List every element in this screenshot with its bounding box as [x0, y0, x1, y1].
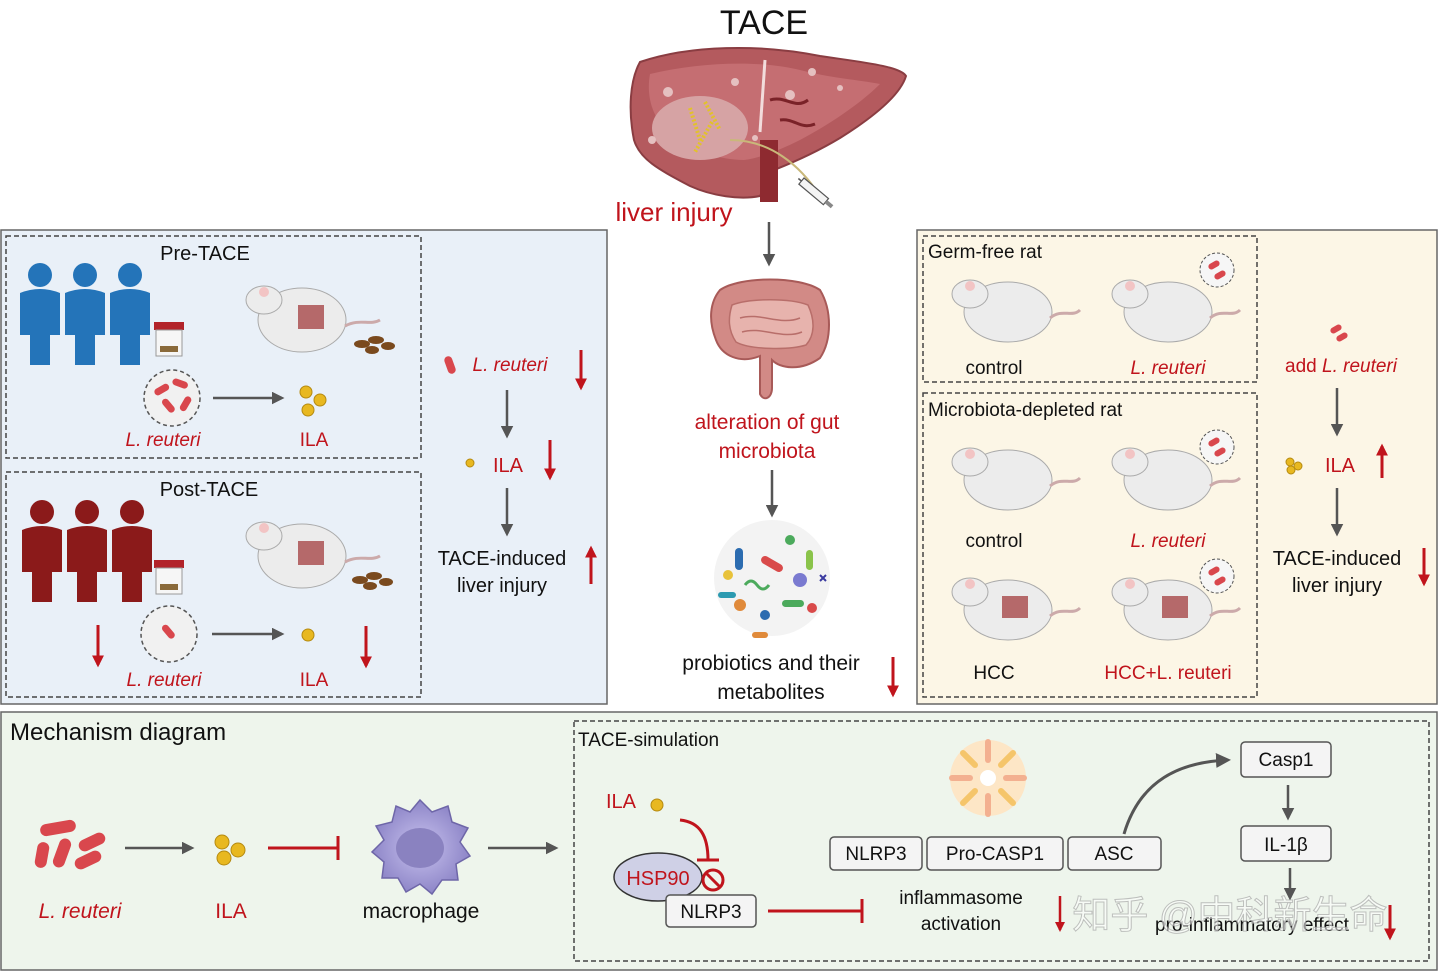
mech-inhibit-line	[268, 836, 340, 860]
il1b-label: IL-1β	[1264, 835, 1308, 856]
complex-asc-label: ASC	[1094, 844, 1133, 865]
pre-tace-title: Pre-TACE	[160, 243, 250, 265]
ila-molecules-pre	[299, 385, 327, 417]
rat-hcc	[951, 577, 1082, 641]
left-flow-ila: ILA	[493, 455, 524, 477]
probiotics-label-line1: probiotics and their	[682, 652, 859, 675]
inflammasome-line2: activation	[921, 914, 1001, 935]
complex-procasp1-box	[926, 836, 1064, 871]
left-flow-injury-line1: TACE-induced	[438, 548, 567, 570]
nlrp3-inhibit-line	[768, 899, 864, 923]
germ-free-lreuteri-label: L. reuteri	[1131, 358, 1207, 379]
simulation-box	[573, 720, 1430, 962]
rat-germ-free-control	[951, 279, 1082, 343]
right-flow-bacteria-icon	[1330, 324, 1348, 342]
sim-ila-label: ILA	[606, 791, 637, 813]
complex-nlrp3-label: NLRP3	[845, 844, 906, 865]
gut-label-line2: microbiota	[719, 440, 816, 463]
left-flow-lreuteri: L. reuteri	[473, 355, 549, 376]
casp1-box	[1240, 741, 1332, 778]
flow-bacterium-icon	[444, 356, 456, 374]
feces-icon	[354, 336, 395, 354]
left-flow-injury-line2: liver injury	[457, 575, 547, 597]
mech-ila-icon	[214, 834, 246, 866]
ila-molecule-post	[301, 628, 315, 642]
complex-nlrp3-box	[829, 836, 923, 871]
prohibited-icon	[701, 868, 725, 892]
stool-jar-icon	[154, 322, 184, 357]
mech-bacteria-icon	[34, 819, 106, 870]
post-lreuteri-label: L. reuteri	[127, 670, 203, 691]
pre-lreuteri-label: L. reuteri	[126, 430, 202, 451]
liver-injury-label: liver injury	[615, 197, 732, 227]
pre-tace-box	[5, 235, 422, 459]
lreuteri-bacteria-pre	[143, 369, 201, 427]
right-flow-injury-line1: TACE-induced	[1273, 548, 1402, 570]
hsp90-label: HSP90	[626, 868, 689, 890]
left-flow-ila-icon	[465, 458, 475, 468]
probiotics-label-line2: metabolites	[717, 681, 824, 704]
feces-post-icon	[352, 572, 393, 590]
right-flow-add-bug: L. reuteri	[1322, 356, 1398, 377]
sim-ila-molecule	[650, 798, 664, 812]
right-flow-ila: ILA	[1325, 455, 1356, 477]
right-flow-ila-icon	[1285, 457, 1303, 475]
germ-free-control-label: control	[965, 358, 1022, 379]
proinflammatory-label: pro-inflammatory effect	[1155, 915, 1350, 936]
pre-ila-label: ILA	[300, 430, 329, 451]
inflammasome-line1: inflammasome	[899, 888, 1023, 909]
nlrp3-lower-box	[665, 894, 757, 928]
depleted-box	[922, 392, 1258, 698]
rat-pre-tace-icon	[245, 285, 381, 353]
mechanism-title: Mechanism diagram	[10, 719, 226, 746]
microbes-cluster	[714, 520, 830, 638]
stool-jar-post-icon	[154, 560, 184, 595]
post-ila-label: ILA	[300, 670, 329, 691]
page-title: TACE	[720, 4, 808, 42]
inflammasome-icon	[949, 739, 1027, 817]
rat-germ-free-lreuteri	[1111, 252, 1242, 343]
macrophage-icon	[370, 798, 472, 896]
lreuteri-bacteria-post	[140, 605, 198, 663]
post-tace-title: Post-TACE	[160, 479, 259, 501]
gut-label-line1: alteration of gut	[695, 411, 840, 434]
rat-hcc-lreuteri	[1111, 558, 1242, 641]
mechanism-panel	[0, 711, 1438, 971]
patients-pre-tace	[20, 263, 150, 365]
mech-ila-label: ILA	[215, 900, 247, 923]
sim-ila-inhibit-curve	[679, 818, 710, 861]
asc-to-casp1-arrow	[1122, 753, 1231, 835]
hcc-lreuteri-label: HCC+L. reuteri	[1104, 663, 1231, 684]
liver-illustration	[629, 46, 908, 209]
depleted-control-label: control	[965, 531, 1022, 552]
depleted-title: Microbiota-depleted rat	[928, 400, 1123, 421]
right-flow-add: add L. reuteri	[1285, 356, 1398, 377]
rat-depleted-lreuteri	[1111, 429, 1242, 511]
patients-post-tace	[22, 500, 152, 602]
rat-post-tace-icon	[245, 521, 381, 589]
complex-asc-box	[1067, 836, 1162, 871]
simulation-title: TACE-simulation	[578, 730, 719, 751]
right-flow-add-prefix: add	[1285, 356, 1322, 377]
mech-lreuteri-label: L. reuteri	[39, 900, 123, 923]
nlrp3-lower-label: NLRP3	[680, 902, 741, 923]
mech-macrophage-label: macrophage	[363, 900, 480, 923]
intestine-illustration	[710, 278, 830, 400]
watermark: 知乎 @中科新生命	[1072, 895, 1387, 937]
right-flow-injury-line2: liver injury	[1292, 575, 1382, 597]
depleted-lreuteri-label: L. reuteri	[1131, 531, 1207, 552]
il1b-box	[1240, 825, 1332, 862]
complex-procasp1-label: Pro-CASP1	[946, 844, 1044, 865]
germ-free-title: Germ-free rat	[928, 242, 1043, 263]
hcc-label: HCC	[973, 663, 1014, 684]
rat-depleted-control	[951, 447, 1082, 511]
casp1-label: Casp1	[1259, 750, 1314, 771]
